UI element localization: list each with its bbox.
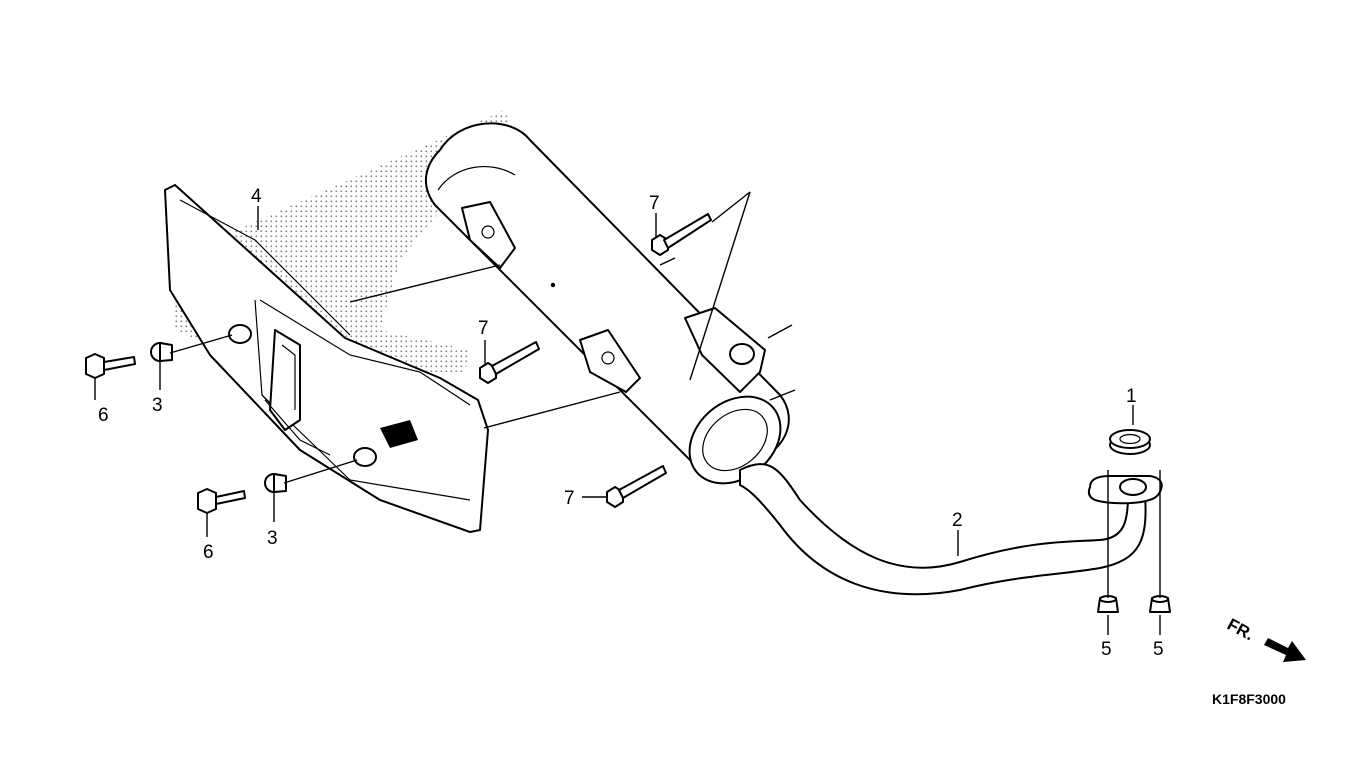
callout-4: 4 (251, 186, 262, 207)
assembly-lines (94, 191, 1161, 635)
callout-5-left: 5 (1101, 639, 1112, 660)
bolt-bottom (606, 465, 667, 508)
callout-7-middle: 7 (478, 318, 489, 339)
diagram-code: K1F8F3000 (1212, 691, 1286, 707)
direction-label: FR. (1224, 615, 1257, 645)
nut-left (1097, 595, 1119, 613)
bolt-top (651, 213, 712, 256)
heat-guard (164, 184, 489, 533)
callout-6-upper: 6 (98, 405, 109, 426)
callout-1: 1 (1126, 386, 1137, 407)
bolt-guard-lower (197, 488, 246, 514)
collar-lower (264, 473, 287, 493)
callout-3-upper: 3 (152, 395, 163, 416)
callout-3-lower: 3 (267, 528, 278, 549)
gasket (1109, 429, 1151, 455)
bolt-guard-upper (85, 353, 136, 379)
exhaust-pipe (739, 463, 1163, 596)
callout-6-lower: 6 (203, 542, 214, 563)
arrow-icon (1264, 638, 1306, 662)
bolt-middle (479, 341, 540, 384)
muffler (424, 122, 790, 485)
collar-upper (150, 342, 173, 362)
front-direction-indicator: FR. (1224, 615, 1306, 662)
callout-2: 2 (952, 510, 963, 531)
nut-right (1149, 595, 1171, 613)
callout-5-right: 5 (1153, 639, 1164, 660)
callout-7-top: 7 (649, 193, 660, 214)
callout-7-bottom: 7 (564, 488, 575, 509)
